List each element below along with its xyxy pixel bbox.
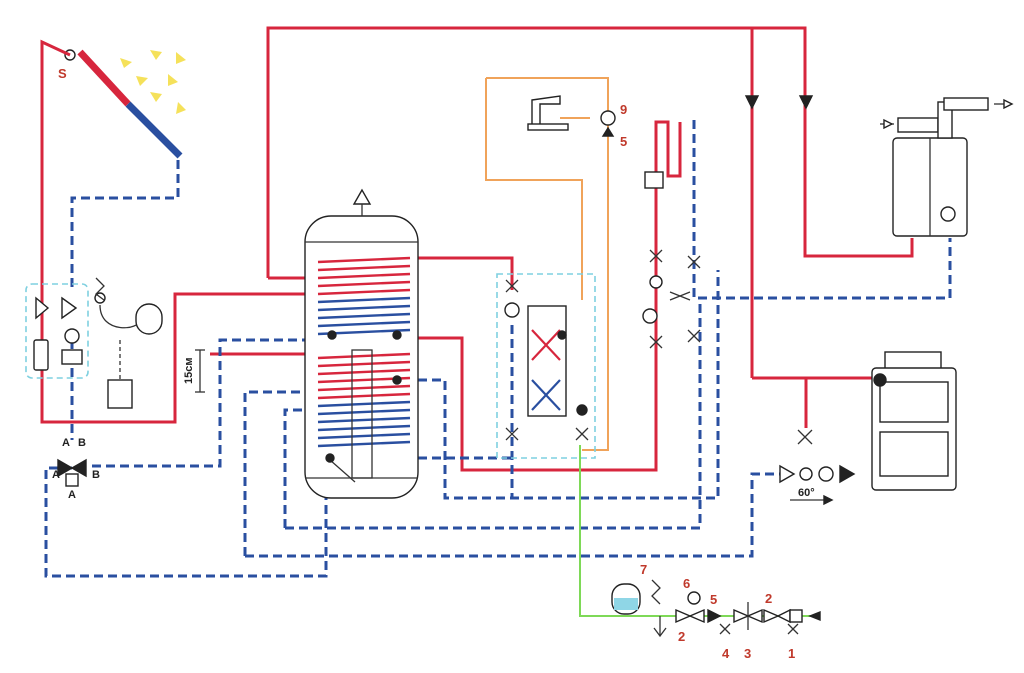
label-4: 4 bbox=[722, 646, 730, 661]
check-valve-icon bbox=[707, 608, 722, 624]
label-7: 7 bbox=[640, 562, 647, 577]
solar-expansion-vessel bbox=[135, 303, 163, 335]
label-5-bottom: 5 bbox=[710, 592, 717, 607]
inlet-arrow-icon bbox=[808, 610, 821, 622]
manometer-icon bbox=[687, 591, 701, 605]
label-3: 3 bbox=[744, 646, 751, 661]
storage-tank bbox=[304, 188, 419, 499]
sun-rays-icon bbox=[120, 50, 186, 114]
label-1: 1 bbox=[788, 646, 795, 661]
valve-port-a-bottom: A bbox=[68, 489, 76, 501]
valve-port-a-top: A bbox=[62, 437, 70, 449]
label-9: 9 bbox=[620, 102, 627, 117]
label-6: 6 bbox=[683, 576, 690, 591]
dhw-pump-icon bbox=[504, 302, 520, 318]
antifreeze-canister bbox=[107, 379, 133, 409]
valve-port-a-left: A bbox=[52, 469, 60, 481]
check-valve-icon bbox=[798, 95, 814, 110]
circulation-pump-9 bbox=[600, 110, 616, 137]
mixing-valve-group bbox=[642, 171, 701, 349]
loading-pump-icon bbox=[818, 466, 834, 482]
height-marker bbox=[195, 349, 205, 393]
solid-fuel-boiler bbox=[871, 351, 957, 491]
thermostatic-mixing-valve-icon bbox=[642, 308, 658, 324]
label-2-left: 2 bbox=[678, 629, 685, 644]
height-marker-label: 15см bbox=[183, 358, 195, 385]
label-5-top: 5 bbox=[620, 134, 627, 149]
solar-pump-station bbox=[25, 277, 163, 409]
solar-pump-icon bbox=[64, 328, 80, 344]
flue-outlet-icon bbox=[1003, 98, 1014, 110]
boiler-loading-unit bbox=[779, 429, 856, 506]
valve-port-b-right: B bbox=[92, 469, 100, 481]
faucet-icon bbox=[527, 95, 569, 131]
return-flow-lines bbox=[44, 120, 952, 578]
air-inlet-icon bbox=[883, 118, 894, 130]
boiler-pump-icon bbox=[940, 206, 956, 222]
check-valve-icon bbox=[744, 95, 760, 110]
cold-water-inlet-group bbox=[611, 579, 821, 638]
air-vent-icon bbox=[352, 188, 372, 205]
shutoff-valve-icon bbox=[675, 608, 705, 624]
hot-flow-lines bbox=[40, 26, 914, 472]
gas-boiler bbox=[880, 97, 1014, 237]
valve-port-b-top: B bbox=[78, 437, 86, 449]
sensor-label: S bbox=[58, 66, 67, 81]
heat-exchanger-module bbox=[496, 273, 596, 459]
label-2-right: 2 bbox=[765, 591, 772, 606]
solar-collector bbox=[64, 49, 183, 159]
angle-label: 60° bbox=[798, 487, 815, 499]
filter-icon bbox=[789, 609, 803, 623]
three-way-valve bbox=[57, 458, 87, 487]
